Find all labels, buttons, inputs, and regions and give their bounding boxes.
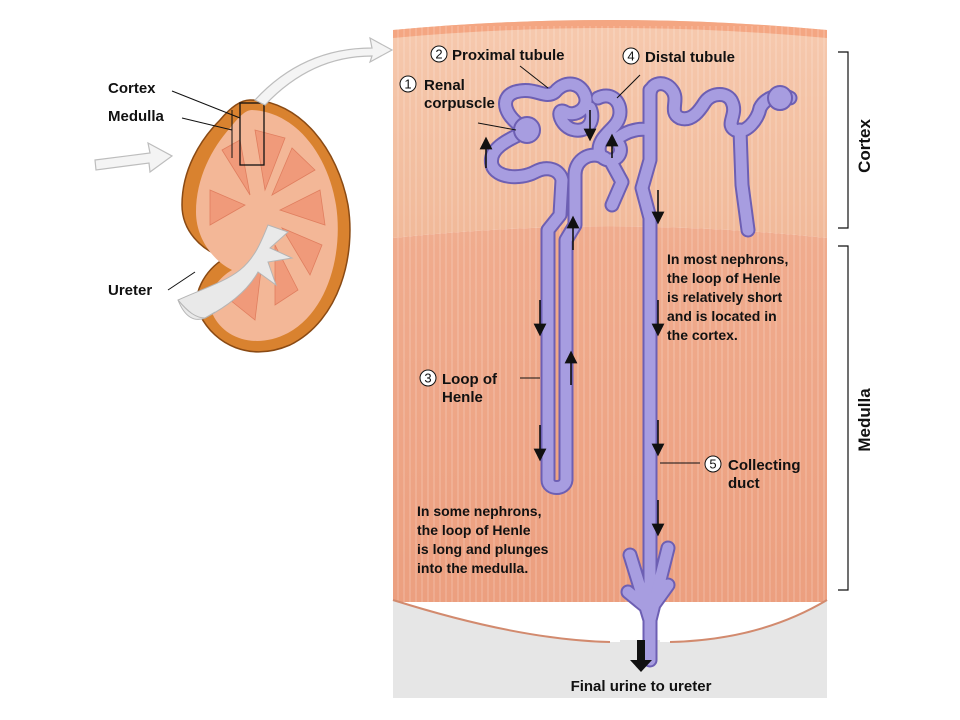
svg-text:Renal: Renal [424, 77, 465, 94]
kidney-cortex-label: Cortex [108, 80, 156, 97]
zone-medulla-label: Medulla [855, 388, 874, 452]
final-urine-label: Final urine to ureter [571, 678, 712, 695]
zone-cortex-label: Cortex [855, 119, 874, 173]
note-long-loop: In some nephrons, the loop of Henle is l… [417, 503, 552, 576]
svg-text:Loop of: Loop of [442, 371, 498, 388]
glomeruli [513, 85, 793, 144]
nephron-panel: 2 Proximal tubule 1 Renal corpuscle 4 Di… [392, 20, 828, 698]
incoming-arrow-icon [94, 141, 174, 174]
renal-pelvis [177, 224, 294, 320]
svg-text:5: 5 [709, 457, 716, 472]
svg-text:2: 2 [435, 47, 442, 62]
svg-text:Collecting: Collecting [728, 457, 801, 474]
pelvis-edge [392, 599, 828, 643]
zoom-selection-box [239, 102, 265, 166]
label-collecting-duct: 5 Collecting duct [704, 455, 801, 492]
medulla-bracket [838, 245, 849, 591]
svg-text:corpuscle: corpuscle [424, 95, 495, 112]
renal-pelvis-bottom [393, 600, 827, 698]
label-loop-of-henle: 3 Loop of Henle [419, 369, 498, 406]
renal-corpuscle-glomerulus [513, 116, 541, 144]
glomerulus-secondary [767, 85, 793, 111]
svg-text:Proximal tubule: Proximal tubule [452, 47, 565, 64]
svg-text:4: 4 [627, 49, 634, 64]
medulla-leader [181, 117, 233, 131]
flow-arrows [479, 110, 665, 537]
label-distal-tubule: 4 Distal tubule [622, 47, 735, 66]
zoom-arrow-icon [254, 36, 394, 106]
svg-text:Distal tubule: Distal tubule [645, 49, 735, 66]
svg-text:Henle: Henle [442, 389, 483, 406]
cortex-capsule-band [393, 20, 827, 38]
label-renal-corpuscle: 1 Renal corpuscle [399, 75, 495, 112]
note-short-loop: In most nephrons, the loop of Henle is r… [667, 251, 792, 343]
ureter-leader [167, 271, 196, 291]
tubule-system [483, 76, 798, 668]
cortex-bracket [838, 51, 849, 229]
svg-text:duct: duct [728, 475, 760, 492]
svg-text:1: 1 [404, 77, 411, 92]
kidney-cross-section: Cortex Medulla Ureter [94, 36, 394, 353]
label-leaders [477, 65, 700, 464]
kidney-ureter-label: Ureter [108, 282, 152, 299]
svg-text:3: 3 [424, 371, 431, 386]
kidney-medulla-label: Medulla [108, 108, 164, 125]
zone-brackets [838, 51, 849, 591]
ureter-tube [177, 299, 216, 319]
cortex-leader [171, 90, 241, 119]
label-proximal-tubule: 2 Proximal tubule [430, 45, 565, 64]
final-urine-arrow [630, 640, 652, 672]
